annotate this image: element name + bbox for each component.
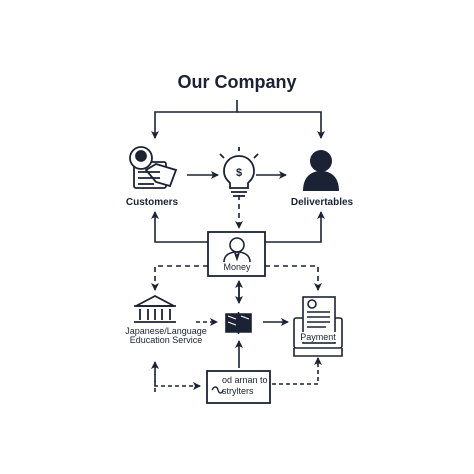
bottom-label-line2: strylters (222, 386, 254, 396)
lightbulb-dollar-icon (219, 147, 259, 197)
person-with-tie-icon (223, 237, 251, 263)
education-label-line2: Education Service (129, 335, 203, 345)
arrow-money-to-deliverables (265, 211, 325, 243)
dollar-glyph: $ (236, 167, 242, 179)
education-label-line1: Japanese/Language (125, 326, 207, 336)
connector-title-to-deliverables (237, 111, 325, 139)
diagram-title: Our Company (177, 72, 297, 92)
person-icon (303, 150, 339, 191)
invoice-document-icon (293, 296, 343, 357)
money-label: Money (223, 262, 251, 272)
dashed-bottom-to-payment (272, 357, 322, 385)
scribble-icon (211, 386, 224, 394)
book-icon (225, 312, 252, 334)
customer-support-icon (129, 146, 178, 189)
bank-building-icon (134, 294, 176, 323)
payment-label: Payment (299, 332, 337, 342)
bottom-label-line1: od arnan to (222, 375, 268, 385)
dashed-money-to-education (151, 265, 208, 291)
connector-title-to-customers (151, 100, 238, 139)
deliverables-label: Delivertables (290, 197, 354, 208)
bottom-label: od arnan to strylters (222, 375, 268, 397)
dashed-money-to-payment (265, 265, 322, 291)
education-label: Japanese/Language Education Service (125, 327, 207, 345)
bottom-box (206, 370, 271, 404)
arrow-money-to-customers (151, 211, 208, 243)
customers-label: Customers (125, 197, 179, 208)
